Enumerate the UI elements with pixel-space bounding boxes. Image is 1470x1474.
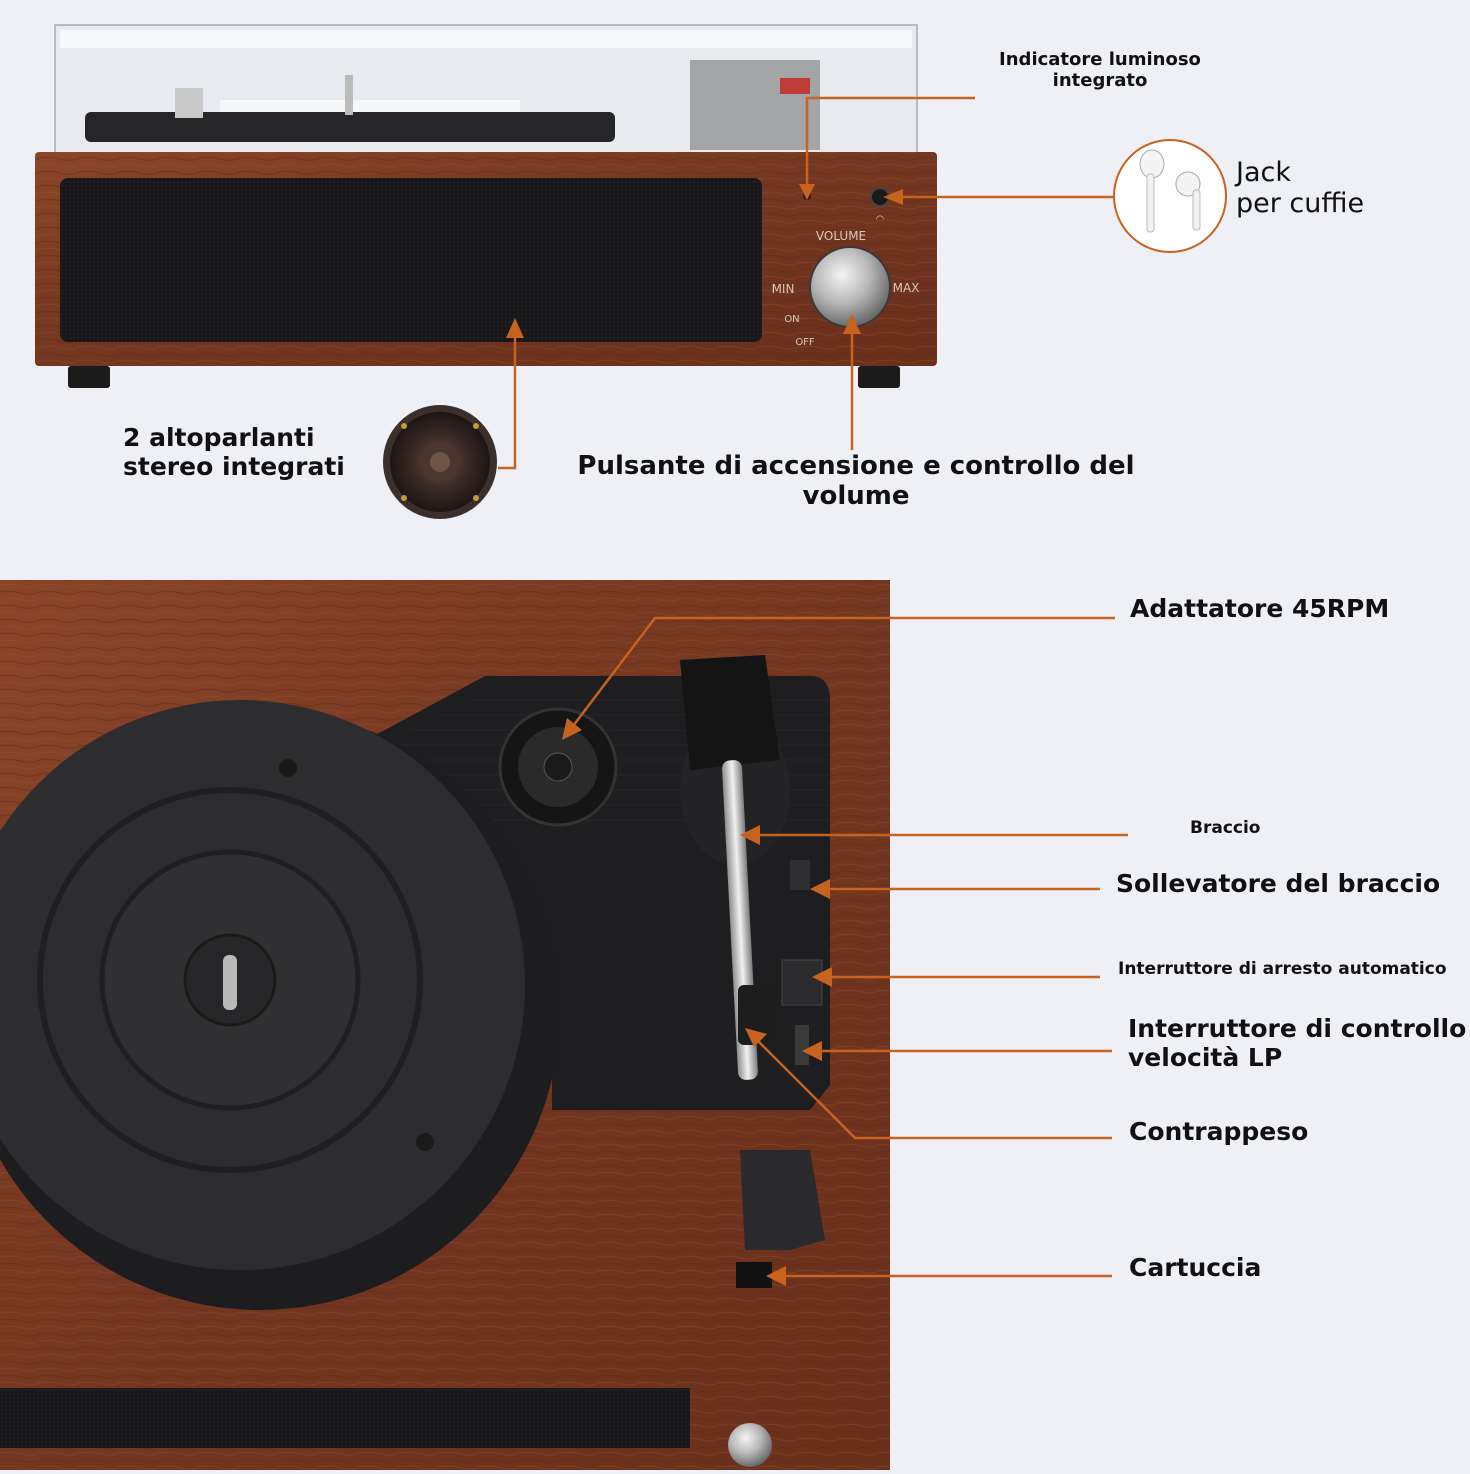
volume-label: VOLUME xyxy=(816,229,866,243)
callout-speed-switch: Interruttore di controllo velocità LP xyxy=(1128,1015,1467,1072)
callout-lines xyxy=(498,96,1128,1278)
min-label: MIN xyxy=(772,282,795,296)
callout-adapter-45rpm: Adattatore 45RPM xyxy=(1130,594,1390,623)
top-view-grille xyxy=(0,1388,690,1448)
callout-tonearm: Braccio xyxy=(1190,818,1261,838)
callout-indicator: Indicatore luminoso integrato xyxy=(999,49,1201,91)
callout-headphone-jack: Jack per cuffie xyxy=(1236,157,1365,220)
volume-knob xyxy=(809,246,891,328)
speed-switch xyxy=(795,1025,809,1065)
callout-cartridge: Cartuccia xyxy=(1129,1253,1262,1282)
callout-power-volume: Pulsante di accensione e controllo del v… xyxy=(577,451,1135,511)
callout-counterweight: Contrappeso xyxy=(1129,1117,1309,1146)
speaker-grille xyxy=(60,178,762,342)
callout-arrowheads xyxy=(506,184,903,1286)
svg-text:◠: ◠ xyxy=(876,214,885,225)
foot-left xyxy=(68,366,110,388)
speaker-icon xyxy=(383,405,497,519)
top-view-turntable xyxy=(0,580,890,1470)
cartridge-head xyxy=(740,1150,825,1250)
arm-lift-lever xyxy=(790,860,810,890)
off-label: OFF xyxy=(795,337,815,348)
spindle xyxy=(223,955,237,1010)
tonearm-counterweight-housing xyxy=(680,655,780,770)
tonearm-side xyxy=(690,60,820,150)
auto-stop-switch xyxy=(781,959,823,1006)
on-label: ON xyxy=(784,314,799,325)
max-label: MAX xyxy=(893,281,920,295)
cartridge xyxy=(736,1262,772,1288)
callout-auto-stop: Interruttore di arresto automatico xyxy=(1118,960,1447,979)
front-view-turntable: ◠ VOLUME MIN MAX ON OFF xyxy=(35,24,937,388)
platter-side xyxy=(85,112,615,142)
foot-right xyxy=(858,366,900,388)
callout-speakers: 2 altoparlanti stereo integrati xyxy=(123,423,345,481)
top-view-knob xyxy=(728,1423,772,1467)
callout-arm-lift: Sollevatore del braccio xyxy=(1116,869,1441,898)
earphones-icon xyxy=(1113,139,1227,253)
